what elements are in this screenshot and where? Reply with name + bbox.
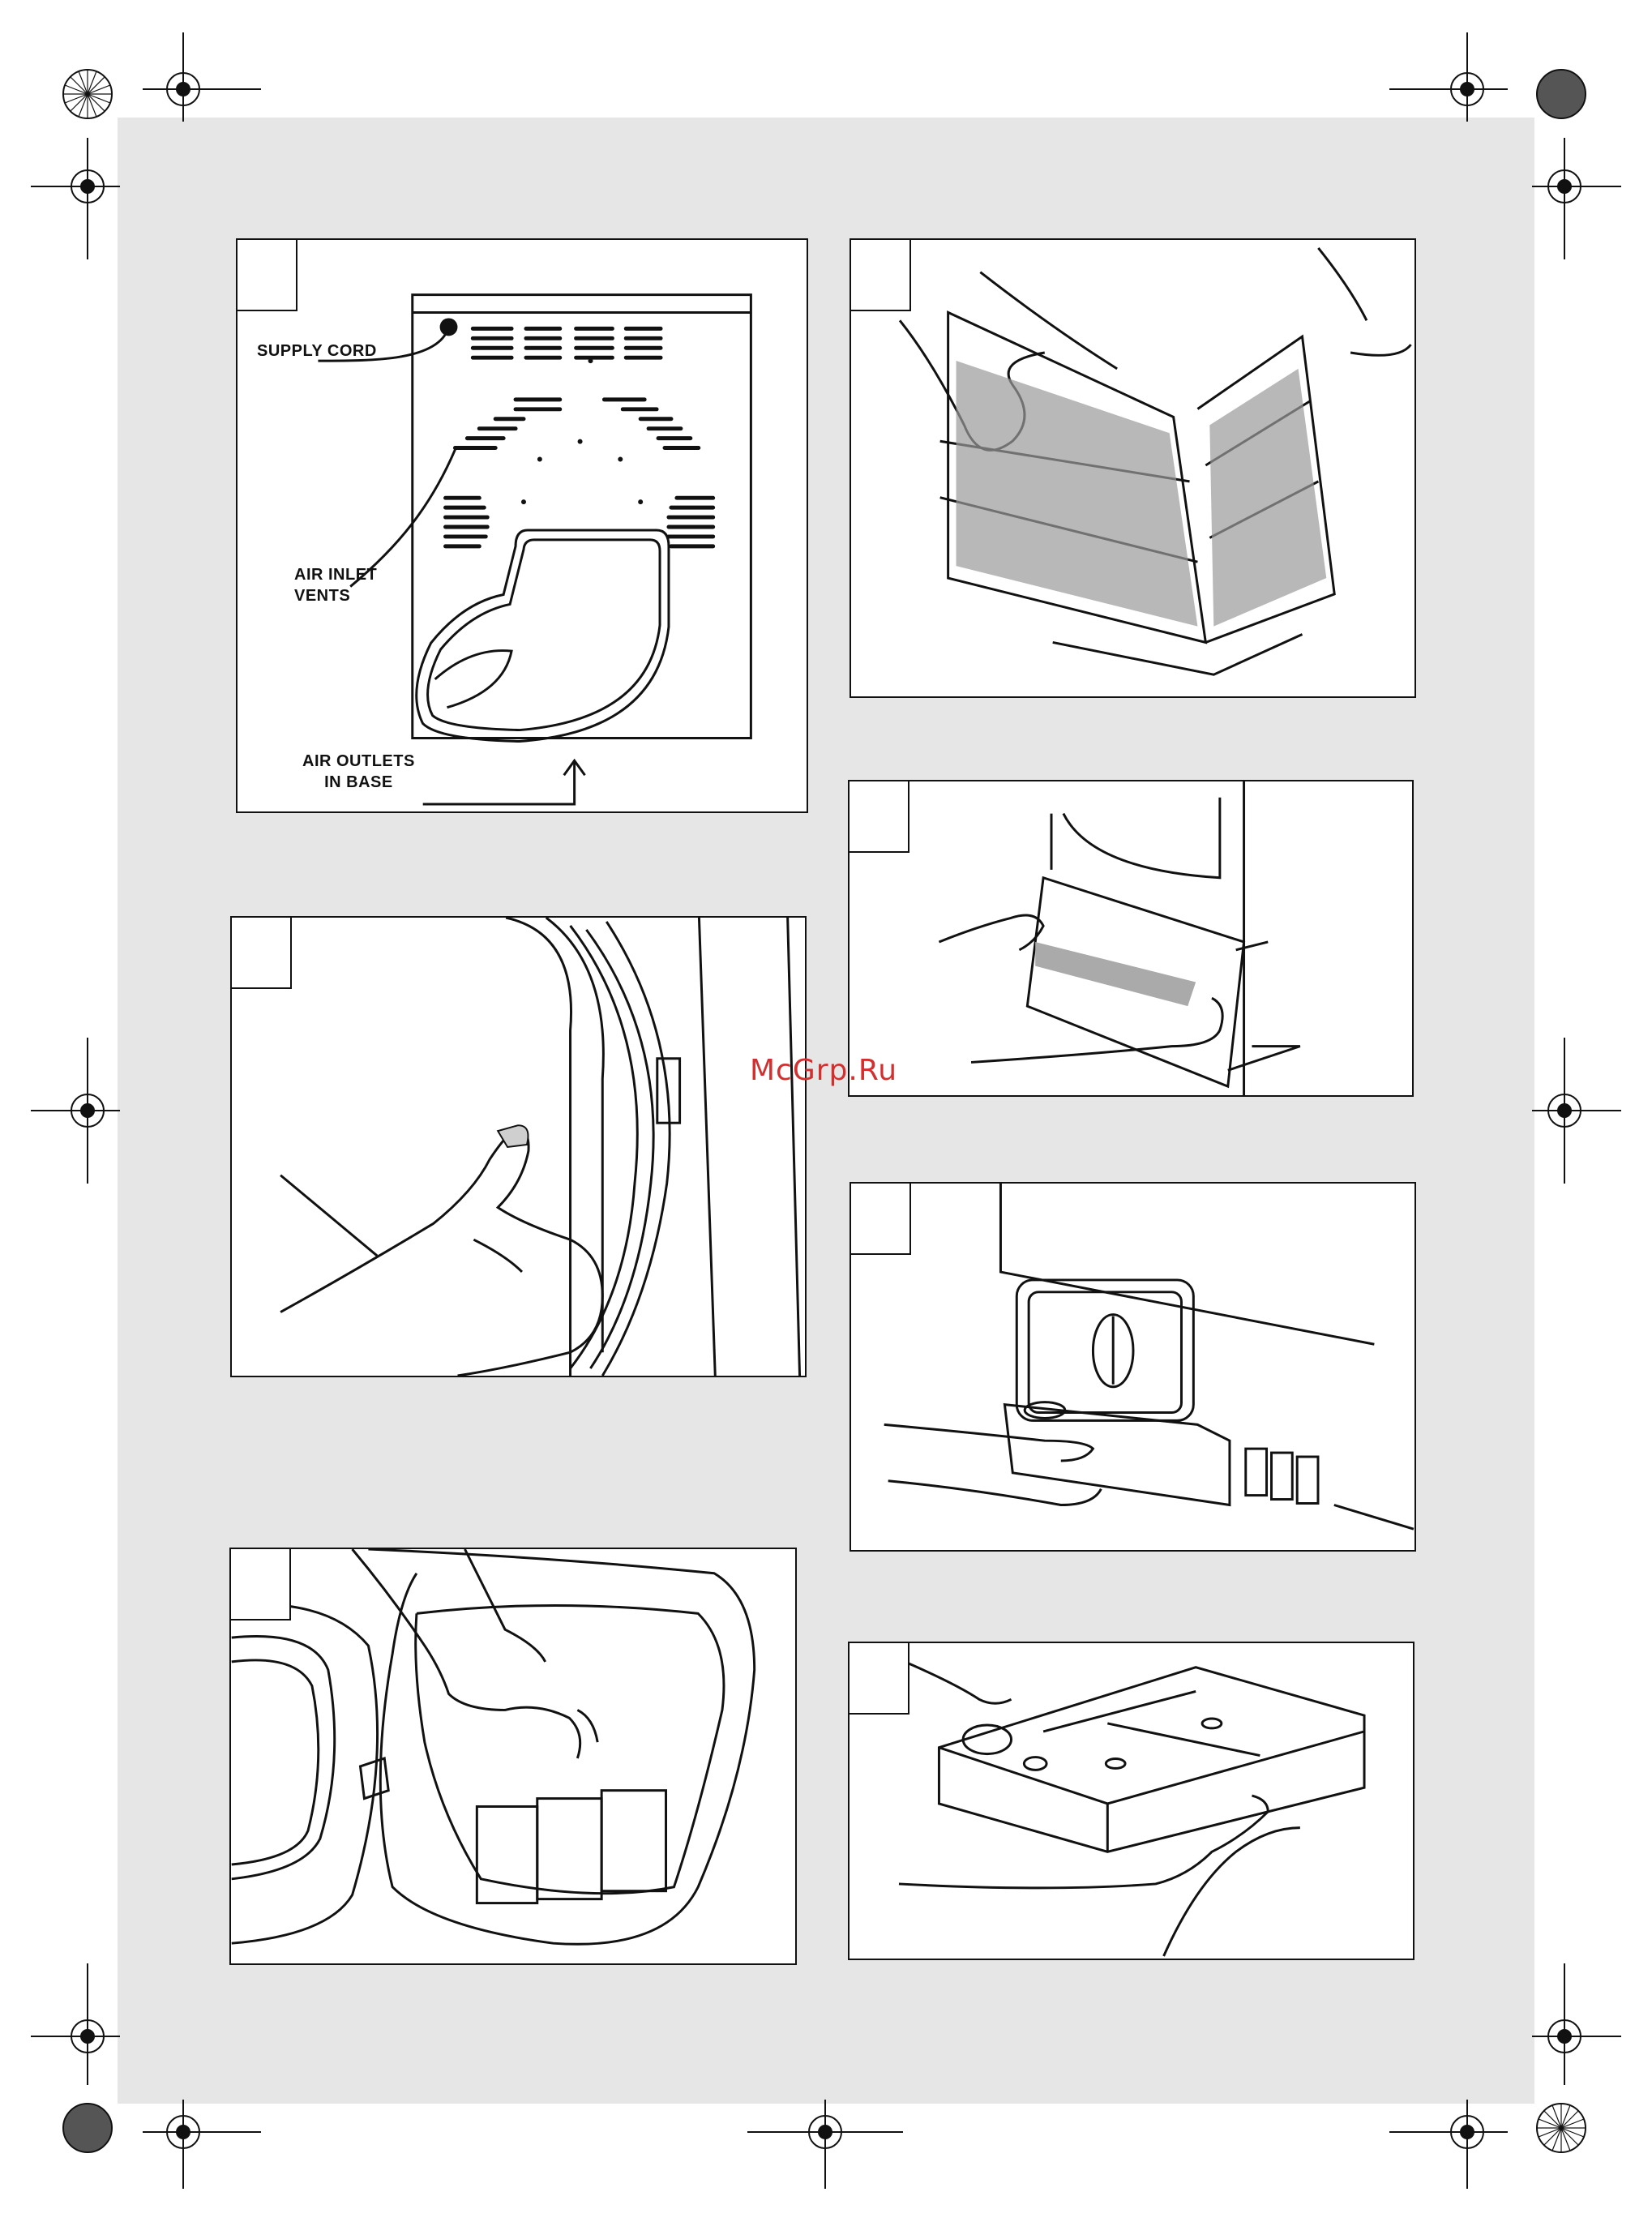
door-opening-illustration <box>232 918 805 1376</box>
panel-plinth <box>848 780 1414 1097</box>
figure-number-box <box>851 1184 911 1255</box>
lint-filter-illustration <box>231 1549 795 1963</box>
panel-open-door <box>230 916 807 1377</box>
water-tank-illustration <box>850 1643 1413 1959</box>
vent-slots <box>446 328 713 546</box>
figure-number-box <box>231 1549 291 1620</box>
water-drawer-illustration <box>851 1184 1414 1550</box>
panel-lint-filter <box>229 1548 797 1965</box>
figure-number-box <box>851 240 911 311</box>
air-inlet-vents-label: AIR INLET VENTS <box>294 564 377 606</box>
figure-number-box <box>232 918 292 989</box>
panel-air-vents: SUPPLY CORD AIR INLET VENTS AIR OUTLETS … <box>236 238 808 813</box>
watermark-text: McGrp.Ru <box>750 1054 897 1087</box>
panel-water-tank <box>848 1642 1414 1960</box>
figure-number-box <box>850 781 909 853</box>
figure-number-box <box>850 1643 909 1715</box>
dryer-back-illustration <box>238 240 807 811</box>
plinth-removal-illustration <box>850 781 1412 1095</box>
filter-frame-illustration <box>851 240 1414 696</box>
grey-dot-icon <box>63 2104 112 2152</box>
air-outlets-label: AIR OUTLETS IN BASE <box>302 751 415 793</box>
panel-water-drawer <box>850 1182 1416 1552</box>
panel-filter-frame <box>850 238 1416 698</box>
figure-number-box <box>238 240 297 311</box>
supply-cord-label: SUPPLY CORD <box>257 340 377 362</box>
grey-dot-icon <box>1537 70 1586 118</box>
